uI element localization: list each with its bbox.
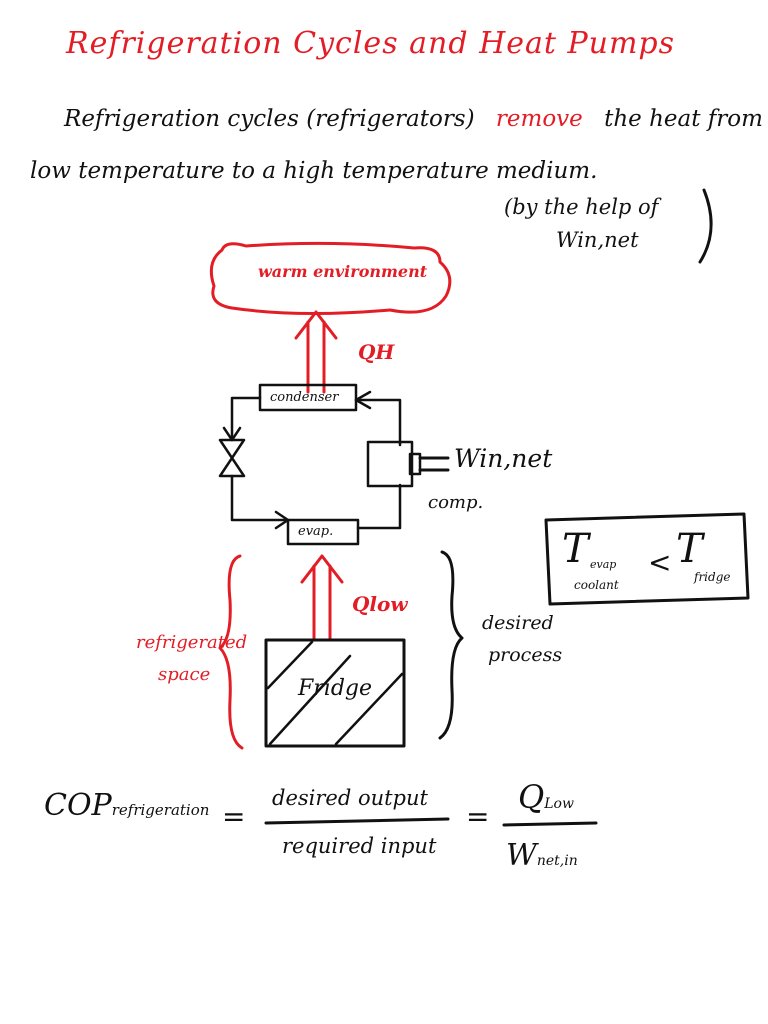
work-input-label: Win,net (454, 444, 553, 473)
q-low-label: Qlow (352, 592, 408, 616)
fridge-box (264, 638, 406, 748)
desired-process-label-2: process (488, 644, 563, 666)
desired-process-label-1: desired (482, 612, 554, 634)
fraction2-denominator: Wnet,in (506, 838, 578, 873)
note-bracket (698, 188, 713, 264)
refrigerated-space-brace (218, 554, 244, 750)
intro-highlight-remove: remove (495, 106, 583, 132)
intro-note-line-1: (by the help of (504, 195, 659, 219)
page-title: Refrigeration Cycles and Heat Pumps (66, 26, 676, 61)
fraction-numerator: desired output (272, 786, 428, 810)
intro-text-a: Refrigeration cycles (refrigerators) (64, 106, 475, 132)
intro-line-1: Refrigeration cycles (refrigerators) rem… (64, 106, 763, 132)
temp-t1-sub-1: evap (590, 558, 617, 571)
work-input-shaft (418, 456, 450, 472)
fridge-hatching (266, 640, 404, 746)
pipe-right-top (354, 398, 402, 447)
q-low-arrow-shaft (312, 564, 332, 640)
compressor-piston (408, 452, 422, 476)
expansion-valve-icon (218, 438, 246, 478)
q-high-label: QH (358, 340, 395, 364)
fraction-bar-2 (502, 821, 598, 827)
approx-equals: = (466, 800, 490, 833)
q-high-arrow-shaft (306, 320, 326, 394)
fraction-bar-1 (264, 817, 450, 825)
q-subscript: Low (544, 796, 574, 812)
warm-environment-label: warm environment (258, 262, 428, 281)
refrigerated-space-label-2: space (158, 664, 211, 685)
fraction-denominator: required input (282, 834, 437, 858)
w-main: W (506, 838, 537, 873)
intro-line-2: low temperature to a high temperature me… (30, 158, 598, 184)
temp-t2: T (676, 526, 703, 572)
fraction2-numerator: QLow (518, 778, 574, 816)
refrigerated-space-label-1: refrigerated (136, 632, 248, 653)
evaporator-box (286, 518, 360, 546)
pipe-left-bottom (230, 474, 290, 522)
pipe-left-top (230, 396, 262, 442)
temp-less-than: < (648, 546, 672, 579)
intro-note-line-2: Win,net (556, 228, 639, 252)
compressor-box (366, 440, 414, 488)
pipe-arrow-left (354, 390, 372, 410)
q-high-arrow-head (294, 310, 338, 340)
cop-lhs: COPrefrigeration (44, 788, 209, 823)
condenser-label: condenser (270, 390, 339, 405)
temp-t2-sub: fridge (694, 570, 731, 584)
intro-text-c: the heat from (604, 106, 763, 132)
cop-main: COP (44, 788, 112, 823)
pipe-right-bottom (356, 483, 402, 530)
warm-environment-cloud (209, 241, 452, 316)
temp-t1: T (562, 526, 589, 572)
q-main: Q (518, 778, 545, 816)
q-low-arrow-head (300, 554, 344, 584)
compressor-label: comp. (428, 492, 484, 513)
temperature-box (544, 512, 750, 606)
temp-t1-sub-2: coolant (574, 578, 619, 592)
fridge-label: Fridge (298, 676, 373, 701)
evaporator-label: evap. (298, 524, 334, 539)
cop-subscript: refrigeration (111, 801, 210, 819)
w-subscript: net,in (536, 853, 578, 869)
cop-equals: = (222, 800, 246, 833)
desired-process-brace (438, 550, 464, 740)
